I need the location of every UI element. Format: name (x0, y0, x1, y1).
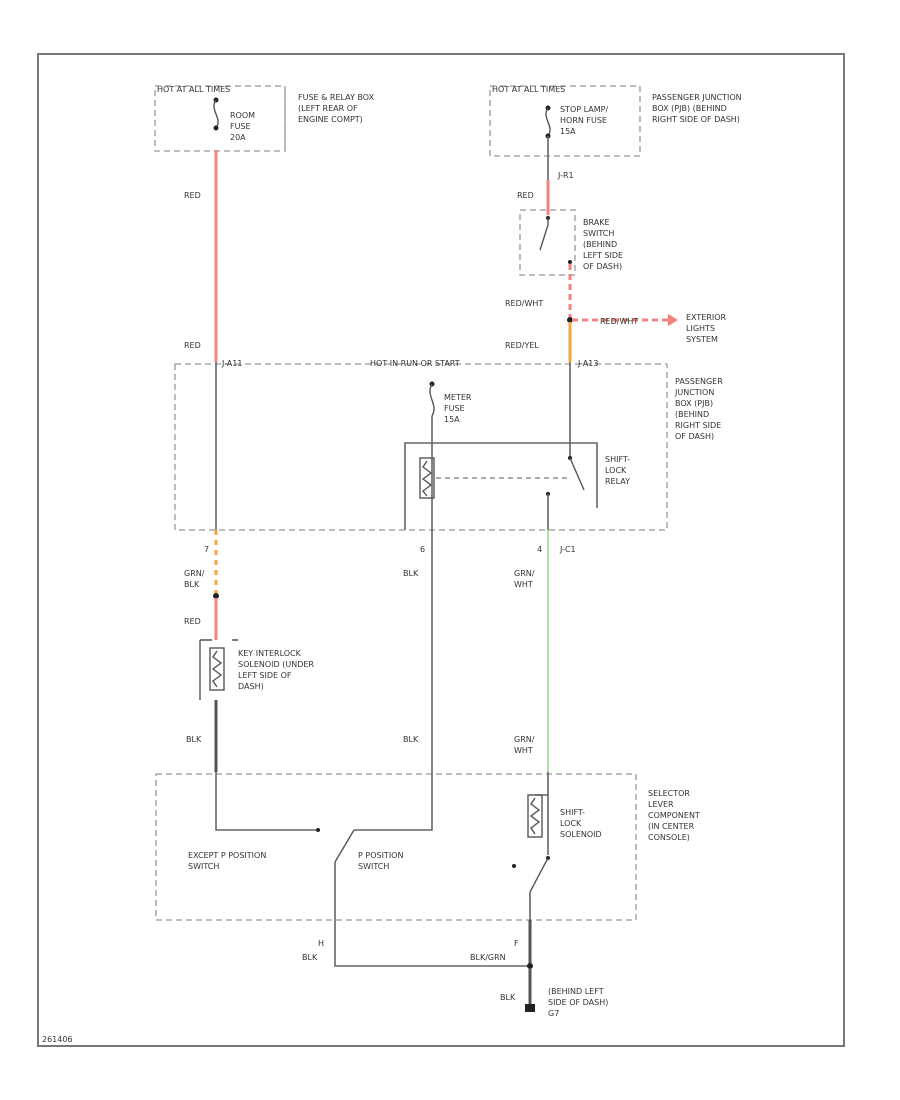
exterior-arrow-icon (668, 314, 678, 326)
connector-j-r1: J-R1 (557, 171, 574, 180)
pin-6: 6 (420, 545, 425, 554)
relay-coil-zigzag (421, 460, 433, 497)
key-interlock-bracket (199, 639, 238, 700)
wire-except-p-path (215, 772, 316, 831)
wire-label-blk-grn: BLK/GRN (470, 953, 506, 962)
wire-label-grn-blk: GRN/BLK (184, 569, 205, 589)
diagram-frame (37, 53, 845, 1047)
solenoid-switch-dot (512, 864, 516, 868)
connector-j-c1: J-C1 (559, 545, 576, 554)
wire-label-grn-wht: GRN/WHT (514, 569, 535, 589)
ground-splice (527, 963, 533, 969)
wire-label-red-wht: RED/WHT (505, 299, 543, 308)
room-fuse-icon (213, 97, 219, 131)
except-p-contact-dot (316, 828, 320, 832)
selector-lever-outline (155, 773, 637, 921)
pin-f: F (514, 939, 519, 948)
wire-label-red-right-top: RED (517, 191, 534, 200)
wire-label-red-wht-exterior: RED/WHT (600, 317, 638, 326)
diagram-code: 261406 (42, 1035, 73, 1044)
wire-label-blk-mid-low: BLK (403, 735, 419, 744)
pin-7: 7 (204, 545, 209, 554)
wire-blk-bottom (334, 920, 528, 967)
fuse-relay-box-outline (154, 85, 286, 152)
wire-label-blk-left: BLK (186, 735, 202, 744)
solenoid-switch-blade (529, 857, 549, 893)
pin-h: H (318, 939, 324, 948)
pjb-mid-outline (174, 363, 668, 531)
meter-fuse-icon (429, 381, 435, 417)
shift-lock-solenoid-zigzag (529, 797, 541, 835)
pin-4: 4 (537, 545, 542, 554)
ground-icon (525, 1004, 535, 1012)
connector-j-a11: J-A11 (221, 359, 242, 368)
wire-label-blk-mid: BLK (403, 569, 419, 578)
wire-p-switch-path (354, 772, 433, 831)
key-interlock-zigzag (211, 650, 223, 688)
shift-lock-solenoid-coil (527, 794, 543, 838)
hot-at-all-times-right: HOT AT ALL TIMES (492, 85, 565, 94)
wire-label-red-left-mid: RED (184, 341, 201, 350)
wire-label-red-left-top: RED (184, 191, 201, 200)
relay-switch-contact (546, 456, 585, 496)
shift-lock-relay-coil (419, 457, 435, 499)
wire-label-grn-wht-low: GRN/WHT (514, 735, 535, 755)
connector-j-a13: J-A13 (577, 359, 598, 368)
hot-at-all-times-left: HOT AT ALL TIMES (157, 85, 230, 94)
wire-relay-coil-feed (404, 442, 598, 530)
wire-solenoid-feed (535, 772, 549, 796)
hot-in-run-or-start: HOT IN RUN OR START (370, 359, 460, 368)
wire-label-red-yel: RED/YEL (505, 341, 539, 350)
pjb-top-outline (489, 85, 641, 157)
wire-label-red-lower: RED (184, 617, 201, 626)
wire-label-blk-bottom: BLK (302, 953, 318, 962)
key-interlock-solenoid-coil (209, 647, 225, 691)
p-switch-blade (334, 829, 355, 863)
connector-dot-left (213, 593, 219, 599)
brake-switch-contact (539, 216, 572, 264)
stop-horn-fuse-icon (545, 105, 551, 139)
splice-red-wht (567, 317, 573, 323)
wire-label-blk-ground: BLK (500, 993, 516, 1002)
